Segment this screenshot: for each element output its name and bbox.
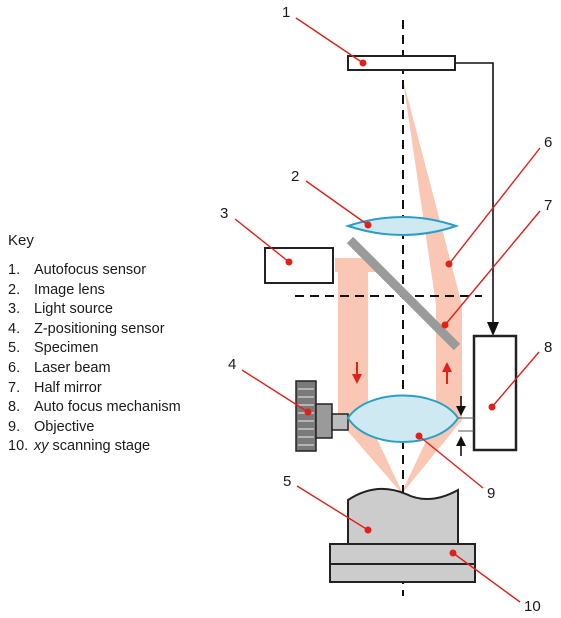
callout-leaders	[234, 17, 541, 603]
key-item-label: Specimen	[34, 340, 99, 357]
half-mirror	[346, 236, 461, 351]
callout-2: 2	[291, 168, 299, 185]
callout-8: 8	[544, 339, 552, 356]
key-item-label: Auto focus mechanism	[34, 399, 181, 416]
auto-focus-mechanism	[472, 334, 518, 452]
key-item-number: 10.	[8, 438, 29, 455]
key-list: 1. Autofocus sensor 2. Image lens 3. Light …	[8, 261, 181, 457]
key-item: 4. Z-positioning sensor	[8, 320, 181, 340]
objective-lens	[346, 394, 460, 443]
z-sensor-collar	[315, 403, 333, 439]
callout-4: 4	[228, 356, 236, 373]
key-item-number: 4.	[8, 320, 21, 337]
key-item-label-italic: xy	[34, 438, 49, 455]
callout-10: 10	[524, 598, 541, 615]
sensor-signal-arrowhead	[487, 322, 499, 336]
callout-7: 7	[544, 197, 552, 214]
key-item-label: Image lens	[34, 281, 105, 298]
key-item-number: 8.	[8, 399, 21, 416]
key-item: 5. Specimen	[8, 339, 181, 359]
key-item: 3. Light source	[8, 300, 181, 320]
gap-arrow-top-head	[456, 406, 466, 416]
callout-6: 6	[544, 134, 552, 151]
callout-dots	[285, 59, 496, 557]
key-item-label: Laser beam	[34, 359, 111, 376]
key-item-label: Half mirror	[34, 379, 102, 396]
laser-beam-upper	[403, 80, 462, 305]
key-item-number: 7.	[8, 379, 21, 396]
gap-arrow-bottom-head	[456, 436, 466, 446]
key-legend: Key 1. Autofocus sensor 2. Image lens 3. Li…	[8, 232, 181, 457]
key-item: 9. Objective	[8, 418, 181, 438]
specimen	[347, 487, 459, 545]
key-item-number: 1.	[8, 262, 21, 278]
image-lens	[344, 216, 460, 236]
key-item: 10. xy scanning stage	[8, 437, 181, 457]
key-item: 2. Image lens	[8, 281, 181, 301]
z-sensor-shaft	[331, 413, 349, 431]
key-item-number: 9.	[8, 418, 21, 435]
sensor-signal-line	[455, 62, 494, 326]
key-item-label: Light source	[34, 301, 113, 318]
key-item-label: scanning stage	[48, 438, 151, 455]
light-beam-down	[338, 258, 404, 496]
key-item-label: Autofocus sensor	[34, 262, 147, 278]
z-sensor-knob	[295, 380, 317, 452]
key-title: Key	[8, 232, 34, 249]
callout-5: 5	[283, 473, 291, 490]
key-item: 1. Autofocus sensor	[8, 261, 181, 281]
callout-1: 1	[282, 4, 290, 21]
beam-up-arrowhead	[442, 362, 452, 372]
key-item: 8. Auto focus mechanism	[8, 398, 181, 418]
key-item-label: Z-positioning sensor	[34, 320, 165, 337]
key-item-number: 5.	[8, 340, 21, 357]
key-item-number: 6.	[8, 359, 21, 376]
callout-3: 3	[220, 205, 228, 222]
callout-9: 9	[487, 485, 495, 502]
key-item: 6. Laser beam	[8, 359, 181, 379]
key-item-number: 3.	[8, 301, 21, 318]
key-item-label: Objective	[34, 418, 95, 435]
beam-down-arrowhead	[352, 374, 362, 384]
key-item-number: 2.	[8, 281, 21, 298]
key-item: 7. Half mirror	[8, 379, 181, 399]
light-source	[264, 247, 334, 284]
laser-beam-lower-right	[400, 305, 462, 496]
